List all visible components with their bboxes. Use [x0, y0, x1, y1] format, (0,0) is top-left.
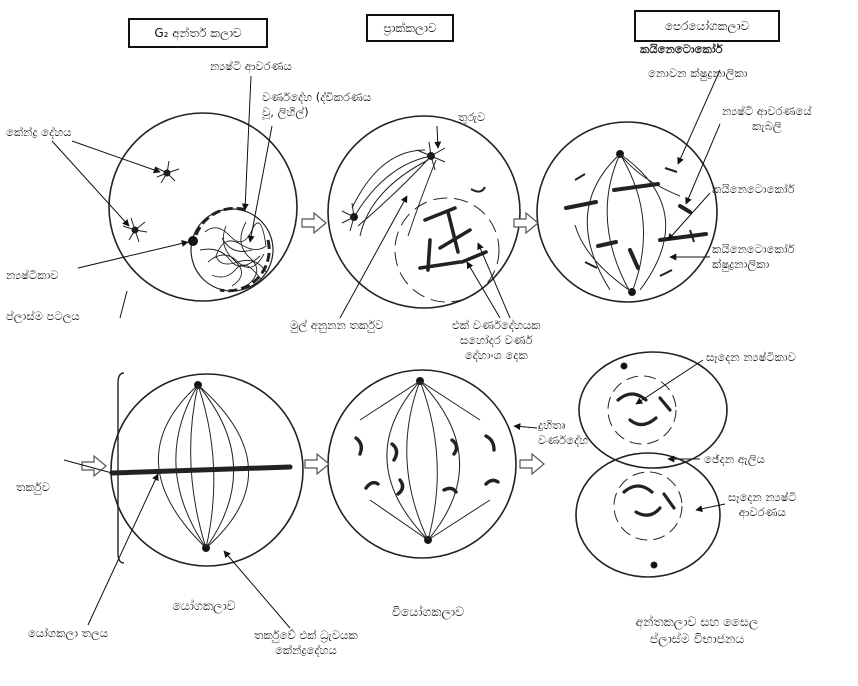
- stage-arrows-top: [302, 213, 538, 233]
- caption-anaphase: වියෝගකලාව: [380, 604, 476, 621]
- label-centrosome: කේන්ද්‍ර දේහය: [6, 125, 72, 140]
- label-nucleolus: න්‍යෂ්ටිකාව: [6, 268, 59, 283]
- label-daughter-chromosomes: දුහිතෘ වර්ණදේහ: [538, 418, 588, 448]
- cell-metaphase: [111, 373, 303, 566]
- label-kinetochore-microtubules: කයිනෙටොකෝර් ක්ෂුද්‍රනාලිකා: [712, 242, 795, 272]
- caption-telophase: අන්තකලාව සහ සෛල ප්ලාස්ම විභාජනය: [602, 614, 792, 648]
- title-g2-interphase: G₂ අන්තර් කලාව: [128, 18, 268, 48]
- label-early-spindle: මුල් අනුනන තර්කුව: [290, 318, 383, 333]
- label-kinetochore: කයිනෙටොකෝර්: [712, 182, 795, 197]
- title-prophase: ප්‍රාක්කලාව: [366, 14, 454, 42]
- label-cleavage-furrow: ඡේදන ඇලිය: [704, 452, 765, 467]
- label-spindle-pole-centrosome: තර්කුවේ එක් ධ්‍රැවයක කේන්ද්‍රදේහය: [254, 628, 358, 658]
- label-nonkinetochore-microtubules: නොවන ක්ෂුද්‍රනාලිකා: [648, 66, 747, 81]
- label-forming-nucleolus: සෑදෙන න්‍යෂ්ටිකාව: [706, 350, 796, 365]
- label-envelope-fragments: න්‍යෂ්ටි ආවරණයේ කැබලි: [722, 104, 812, 134]
- label-spindle: තර්කුව: [16, 480, 50, 495]
- label-forming-envelope: සෑදෙන න්‍යෂ්ටි ආවරණය: [728, 490, 797, 520]
- label-aster: තුරුව: [458, 110, 485, 125]
- caption-metaphase: යෝගකලාව: [158, 598, 250, 615]
- leader-lines: [52, 70, 725, 628]
- cell-prometaphase: [537, 122, 717, 302]
- label-duplicated-chromosomes: වර්ණදේහ (ද්විකරණය වූ, ලිහිල්): [262, 90, 371, 120]
- label-kinetochore-heading: කයිනෙටොකෝර්: [640, 42, 723, 57]
- label-metaphase-plate: යෝගකලා තලය: [28, 626, 108, 641]
- cell-prophase: [328, 116, 520, 308]
- cell-anaphase: [328, 370, 516, 558]
- label-nuclear-envelope: න්‍යෂ්ටි ආවරණය: [210, 59, 292, 74]
- label-plasma-membrane: ප්ලාස්ම පටලය: [6, 309, 80, 324]
- label-sister-chromatids: එක් වර්ණදේහයක සහෝදර වර්ණ දේහාංශ දෙක: [452, 318, 541, 364]
- title-prometaphase: පෙරයෝගකලාව: [634, 10, 780, 42]
